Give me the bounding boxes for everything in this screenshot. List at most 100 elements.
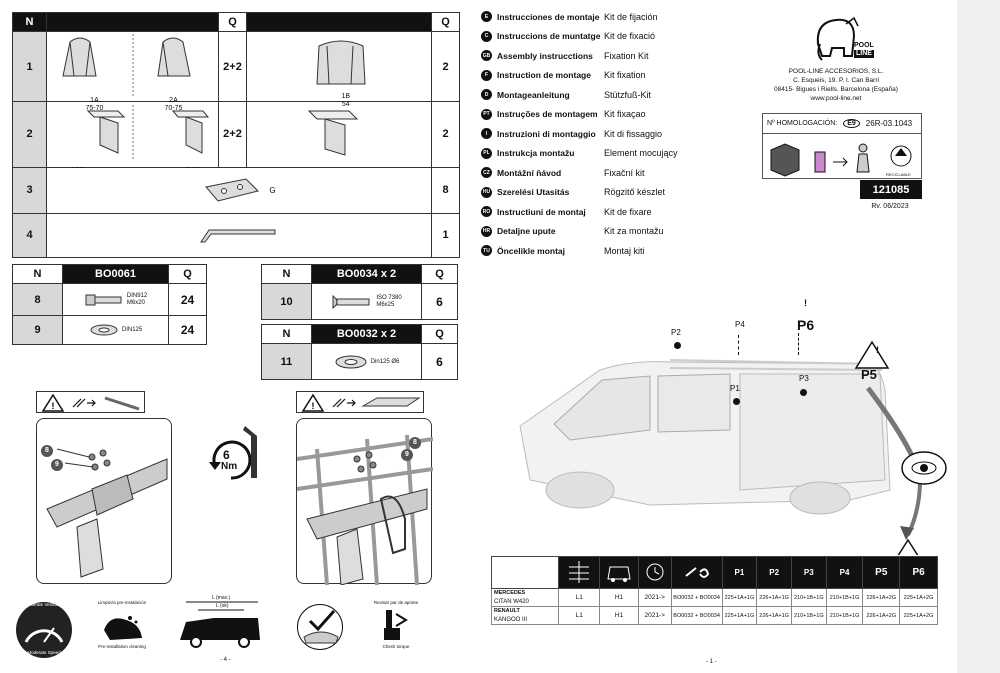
height-icon xyxy=(599,556,639,589)
length-icon xyxy=(558,556,601,589)
point-label-p3: P3 xyxy=(799,374,809,383)
step-drawing-right: 8 9 xyxy=(296,418,434,586)
part-1-images: 1A 75-70 2A 70-75 xyxy=(46,31,219,112)
table-row: 2 225 226 2+2 210 2 xyxy=(12,101,460,177)
cleaning-icon xyxy=(104,616,142,640)
homologation-box: Nº HOMOLOGACIÓN: E9 26R-03.1043 RECICLAB… xyxy=(762,113,922,179)
allen-key-icon xyxy=(251,436,257,478)
parts-table-header: N Q Q xyxy=(12,11,460,33)
page-edge xyxy=(957,0,1000,673)
table-row: 10 ISO 7380 M6x25 6 xyxy=(261,283,458,320)
warning-step-left: ! xyxy=(36,391,145,413)
vehicle-table-header: P1 P2 P3 P4 P5 P6 xyxy=(490,556,938,589)
part-1b-image: 1B 54 xyxy=(246,31,432,108)
torque-value: 6 xyxy=(223,448,230,462)
header-n: N xyxy=(12,11,47,33)
point-label-p5: P5 xyxy=(861,367,877,382)
point-marker xyxy=(733,398,740,405)
person-icon xyxy=(858,143,868,153)
homologation-number: 26R-03.1043 xyxy=(865,119,913,128)
button-head-bolt-icon xyxy=(332,294,370,309)
part-210-image: 210 xyxy=(246,101,432,177)
pool-line-logo: POOL LINE xyxy=(814,14,878,64)
company-address: POOL-LINE ACCESORIOS, S.L. C. Esqueis, 1… xyxy=(774,68,898,102)
vehicle-table: P1 P2 P3 P4 P5 P6 MERCEDES L1 H1 2021-> … xyxy=(490,556,938,625)
point-marker xyxy=(800,389,807,396)
point-label-p2: P2 xyxy=(671,328,681,337)
bolt-table-bo0061: N BO0061 Q 8 DIN912 M6x20 24 9 DIN125 24 xyxy=(12,264,207,345)
cut-arrow-icon xyxy=(72,398,96,408)
callout-8: 8 xyxy=(409,437,421,449)
callout-9: 9 xyxy=(401,449,413,461)
torque-unit: Nm xyxy=(221,461,238,472)
warning-icon xyxy=(301,393,325,412)
callout-9: 9 xyxy=(51,459,63,471)
foot-pad-drawing xyxy=(61,34,191,97)
svg-text:!: ! xyxy=(52,401,55,411)
bracket-drawing xyxy=(86,104,209,161)
torque-indicator: 6 Nm xyxy=(201,426,267,488)
header-q-right: Q xyxy=(431,11,460,33)
table-row: 9 DIN125 24 xyxy=(12,315,207,345)
warning-icon xyxy=(41,393,65,412)
step-drawing-left: 8 9 xyxy=(36,418,172,584)
threaded-plate-drawing xyxy=(205,178,260,202)
warning-icon-p5 xyxy=(854,340,890,369)
svg-text:!: ! xyxy=(312,401,315,411)
kit-code: BO0034 x 2 xyxy=(311,264,422,284)
e-mark: E9 xyxy=(843,119,860,128)
table-row: 1 1A 75-70 2A 70-75 2+2 xyxy=(12,31,460,112)
rotate-arrow-icon xyxy=(212,440,252,480)
table-row: 4 1 xyxy=(12,212,460,259)
table-row: 11 Din125 Ø6 6 xyxy=(261,343,458,380)
reference-number: 121085 xyxy=(860,180,922,199)
bolt-table-bo0034: N BO0034 x 2 Q 10 ISO 7380 M6x25 6 xyxy=(261,264,458,320)
platform-icon xyxy=(361,397,421,407)
point-label-p6: P6 xyxy=(797,317,815,333)
washer-icon xyxy=(335,355,367,368)
warning-step-right: ! xyxy=(296,391,424,413)
part-4-allen-key xyxy=(46,212,432,259)
washer-icon xyxy=(90,324,118,336)
recycling-instructions xyxy=(770,143,912,177)
callout-8: 8 xyxy=(41,445,53,457)
bolt-icon xyxy=(85,294,122,306)
year-icon xyxy=(637,556,672,589)
table-row: RENAULT L1 H1 2021-> BO0032 + BO0034 225… xyxy=(490,606,938,625)
table-row: 3 G 8 xyxy=(12,166,460,214)
van-illustration xyxy=(519,340,947,555)
parts-table: N Q Q 1 1A 75-70 2A 70-75 2+2 xyxy=(12,11,460,259)
kit-code: BO0032 x 2 xyxy=(311,324,422,344)
length-icon: L (max.) L (ok) xyxy=(174,595,264,656)
cut-arrow-icon xyxy=(332,398,356,408)
point-label-p1: P1 xyxy=(730,384,740,393)
box-icon xyxy=(770,143,800,177)
header-q: Q xyxy=(218,11,247,33)
speed-icon xyxy=(16,602,72,658)
check-roof-icon xyxy=(297,604,343,650)
elephant-icon xyxy=(816,16,859,61)
kit-code: BO0061 xyxy=(62,264,169,284)
revision: Rv. 06/2023 xyxy=(871,203,909,210)
table-row: MERCEDES L1 H1 2021-> BO0032 + BO0034 22… xyxy=(490,588,938,607)
kit-icon xyxy=(670,556,723,589)
part-2-images: 225 226 xyxy=(46,101,219,174)
page-number-left: - 4 - xyxy=(220,657,231,663)
point-label-p4: P4 xyxy=(735,320,745,329)
page-number-right: - 1 - xyxy=(706,659,717,665)
info-icon xyxy=(814,151,826,173)
table-row: 8 DIN912 M6x20 24 xyxy=(12,282,207,317)
